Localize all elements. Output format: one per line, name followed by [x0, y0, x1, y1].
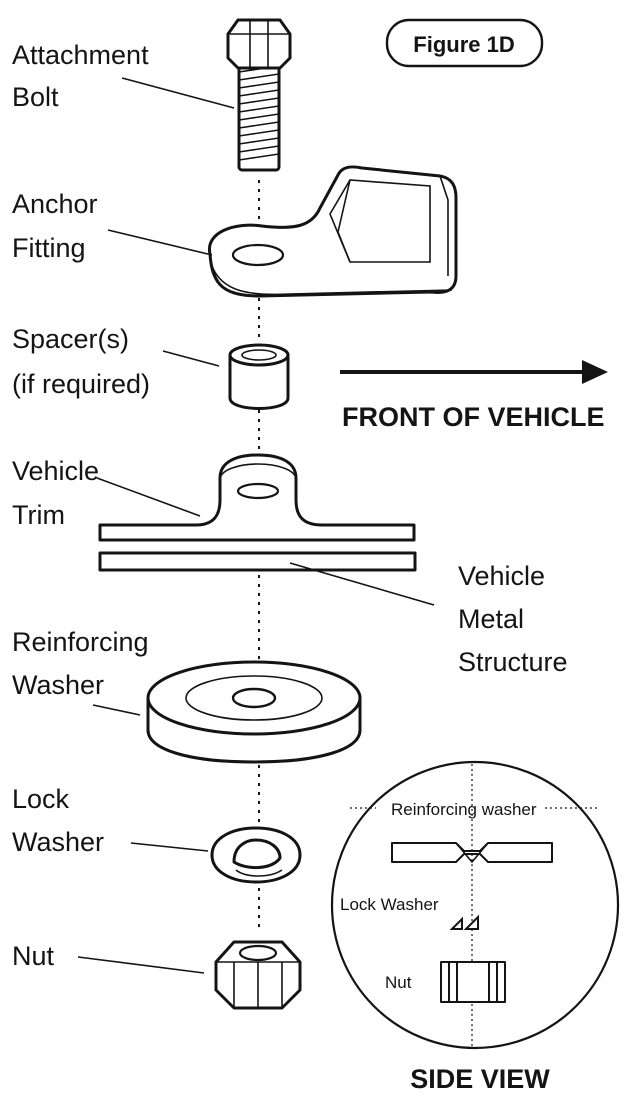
- lock-washer-label: Lock Washer: [12, 784, 104, 857]
- side-view-reinforcing-washer: [391, 842, 553, 864]
- anchor-fitting-part: [208, 165, 458, 298]
- side-view-caption: SIDE VIEW: [410, 1064, 550, 1094]
- attachment-bolt-label: Attachment Bolt: [12, 40, 156, 112]
- side-view-nut: [440, 961, 506, 1003]
- figure-badge-label: Figure 1D: [413, 32, 514, 57]
- side-view-nut-label: Nut: [385, 973, 412, 992]
- side-view-lock-washer: [449, 914, 479, 930]
- front-of-vehicle-label: FRONT OF VEHICLE: [342, 402, 605, 432]
- side-view-reinforcing-washer-label: Reinforcing washer: [391, 800, 537, 819]
- vehicle-metal-structure-part: [98, 551, 417, 572]
- vehicle-trim-part: [98, 453, 416, 542]
- lock-washer-part: [210, 826, 302, 884]
- leader-lines: [77, 77, 435, 974]
- spacer-part: [228, 343, 290, 410]
- figure-badge: Figure 1D: [385, 18, 544, 68]
- attachment-bolt-part: [226, 18, 292, 172]
- side-view-lock-washer-label: Lock Washer: [340, 895, 439, 914]
- vehicle-metal-structure-label: Vehicle Metal Structure: [458, 561, 568, 677]
- nut-label: Nut: [12, 941, 55, 971]
- spacers-label: Spacer(s) (if required): [12, 324, 150, 399]
- front-of-vehicle-arrow: [340, 360, 608, 384]
- reinforcing-washer-label: Reinforcing Washer: [12, 627, 156, 700]
- vehicle-trim-label: Vehicle Trim: [12, 456, 107, 530]
- side-view-inset: [330, 760, 620, 1050]
- anchor-fitting-label: Anchor Fitting: [12, 189, 105, 263]
- nut-part: [214, 940, 302, 1010]
- reinforcing-washer-part: [146, 660, 362, 764]
